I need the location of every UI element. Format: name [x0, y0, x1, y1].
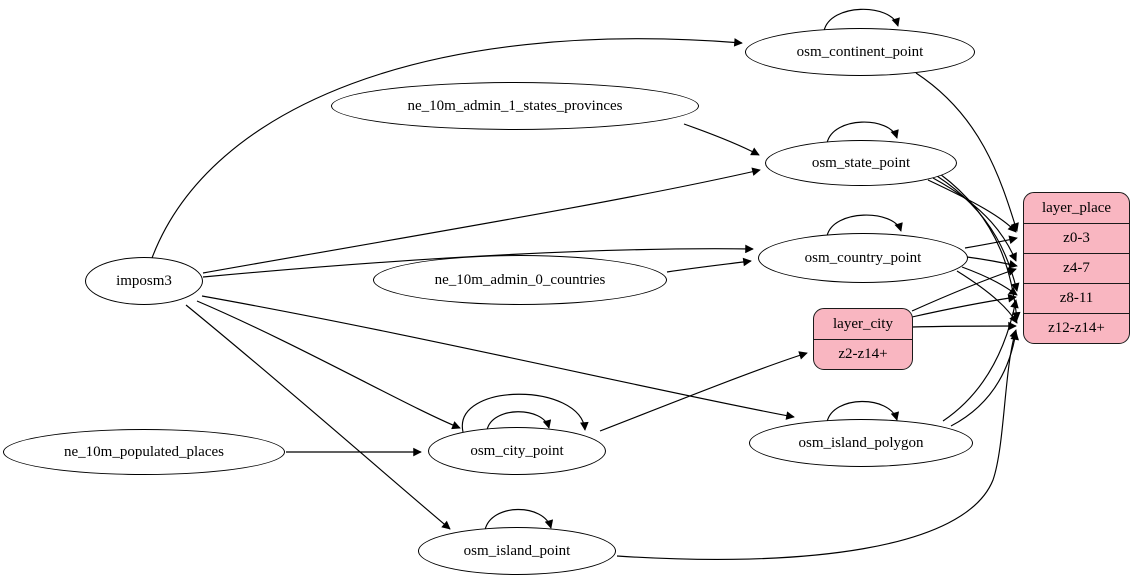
node-imposm3-label: imposm3	[116, 272, 172, 289]
self-loop-osm_island_polygon	[826, 401, 900, 423]
node-osm_continent_point: osm_continent_point	[745, 28, 975, 76]
edge-imposm3-to-osm_city_point	[196, 300, 461, 430]
edge-osm_state_point-to-layer_place-z4-7	[932, 177, 1017, 262]
edge-ne_10m_admin_0_countries-to-osm_country_point	[666, 257, 752, 273]
node-osm_state_point: osm_state_point	[765, 140, 957, 186]
node-osm_city_point-label: osm_city_point	[470, 442, 564, 459]
node-layer_place: layer_place z0-3 z4-7 z8-11 z12-z14+	[1023, 192, 1130, 344]
node-osm_state_point-label: osm_state_point	[811, 154, 911, 171]
node-ne_10m_admin_0_countries: ne_10m_admin_0_countries	[373, 255, 667, 305]
node-osm_island_polygon-label: osm_island_polygon	[798, 434, 924, 451]
node-ne_10m_populated_places-label: ne_10m_populated_places	[64, 443, 224, 460]
node-osm_city_point: osm_city_point	[428, 427, 606, 475]
layer_city-row-z2-z14: z2-z14+	[814, 339, 912, 369]
edge-layer_city-to-layer_place-z8-11	[911, 293, 1017, 318]
self-loop-osm_state_point	[826, 121, 899, 144]
edge-imposm3-to-osm_continent_point	[151, 38, 743, 259]
edge-imposm3-to-osm_island_polygon	[201, 295, 795, 420]
node-osm_continent_point-label: osm_continent_point	[796, 43, 924, 60]
edge-osm_country_point-to-layer_place-z8-11	[961, 266, 1018, 296]
node-osm_island_point: osm_island_point	[418, 527, 616, 575]
node-layer_city: layer_city z2-z14+	[813, 308, 913, 370]
self-loop-osm_island_point	[484, 509, 554, 531]
edge-imposm3-to-osm_state_point	[202, 167, 761, 274]
edge-layer_city-to-layer_place-z4-7	[911, 267, 1017, 312]
edge-osm_state_point-to-layer_place-z8-11	[936, 175, 1020, 292]
edge-osm_island_polygon-to-layer_place-z12-z14	[950, 331, 1019, 427]
self-loop-osm_country_point	[826, 214, 903, 237]
layer_place-row-z4-7: z4-7	[1024, 253, 1129, 283]
node-osm_island_point-label: osm_island_point	[463, 542, 571, 559]
edge-osm_island_polygon-to-layer_place-z8-11	[942, 299, 1019, 422]
edge-osm_continent_point-to-layer_place-z0-3	[915, 72, 1019, 232]
node-osm_island_polygon: osm_island_polygon	[749, 419, 973, 467]
node-osm_country_point: osm_country_point	[758, 233, 968, 283]
edge-osm_country_point-to-layer_place-z4-7	[966, 256, 1018, 269]
edge-imposm3-to-osm_island_point	[185, 304, 451, 530]
edge-layer_city-to-layer_place-z12-z14	[911, 321, 1017, 331]
self-loop-osm_continent_point	[823, 8, 900, 32]
edge-osm_city_point-to-layer_city-z2-z14	[599, 351, 808, 432]
layer_place-row-z12-z14: z12-z14+	[1024, 313, 1129, 343]
edge-osm_island_point-to-layer_place-z12-z14	[616, 329, 1018, 561]
node-imposm3: imposm3	[85, 257, 203, 305]
layer_place-row-z0-3: z0-3	[1024, 223, 1129, 253]
node-ne_10m_populated_places: ne_10m_populated_places	[3, 429, 285, 475]
node-ne_10m_admin_1_states_provinces-label: ne_10m_admin_1_states_provinces	[407, 97, 623, 114]
self-loop-osm_city_point-inner	[486, 411, 552, 431]
edge-osm_country_point-to-layer_place-z0-3	[964, 235, 1018, 249]
node-ne_10m_admin_0_countries-label: ne_10m_admin_0_countries	[434, 271, 606, 288]
edge-ne_10m_admin_1_states_provinces-to-osm_state_point	[683, 123, 760, 156]
layer_place-row-z8-11: z8-11	[1024, 283, 1129, 313]
node-ne_10m_admin_1_states_provinces: ne_10m_admin_1_states_provinces	[331, 82, 699, 130]
edge-osm_country_point-to-layer_place-z12-z14	[956, 270, 1018, 324]
layer_place-header: layer_place	[1041, 199, 1112, 216]
node-osm_country_point-label: osm_country_point	[804, 249, 922, 266]
self-loop-osm_city_point-outer	[461, 393, 589, 433]
edge-osm_state_point-to-layer_place-z0-3	[927, 179, 1017, 233]
layer_city-header: layer_city	[833, 315, 893, 332]
